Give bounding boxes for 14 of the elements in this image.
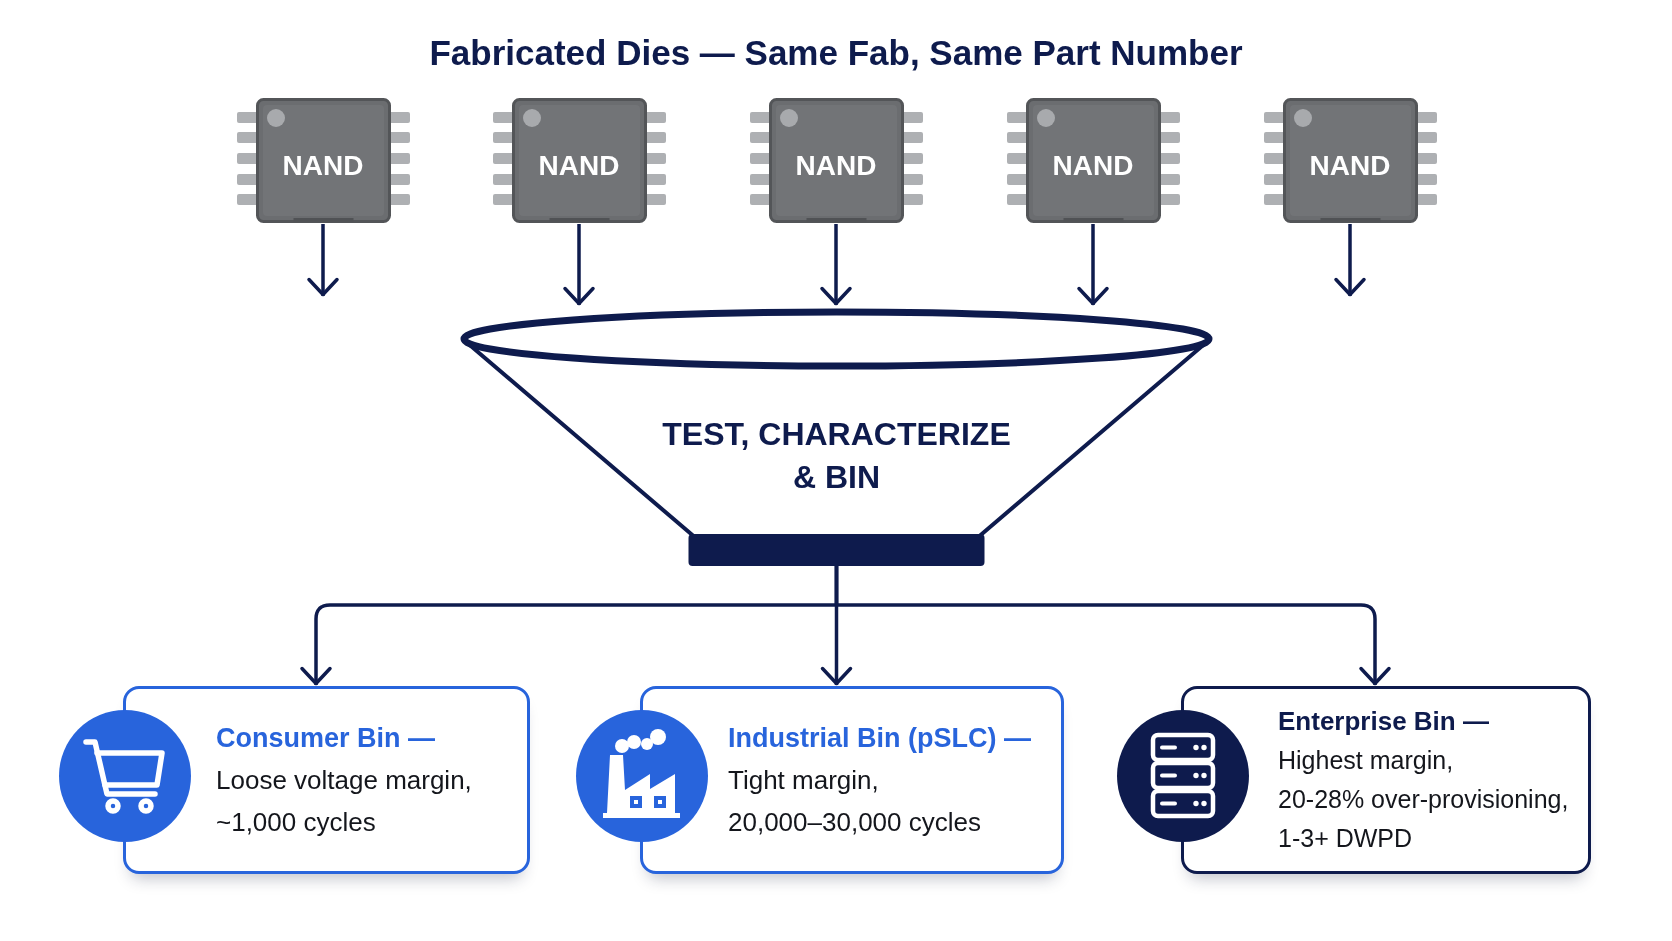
bin-description: Highest margin, 20-28% over-provisioning, 1-3+ DWPD [1278, 745, 1570, 854]
arrow [307, 224, 339, 297]
arrow [834, 566, 1391, 686]
arrow [563, 224, 595, 306]
bin-title: Industrial Bin (pSLC) — [728, 722, 1032, 755]
bin-title: Enterprise Bin — [1278, 705, 1490, 738]
funnel-label: TEST, CHARACTERIZE & BIN [661, 415, 1012, 497]
bin-description: Loose voltage margin, ~1,000 cycles [216, 764, 473, 839]
arrow [1077, 224, 1109, 306]
arrow [1334, 224, 1366, 297]
diagram-title: Fabricated Dies — Same Fab, Same Part Number [429, 33, 1243, 72]
bin-description: Tight margin, 20,000–30,000 cycles [728, 764, 982, 839]
arrow [820, 224, 852, 306]
bin-title: Consumer Bin — [216, 722, 437, 755]
